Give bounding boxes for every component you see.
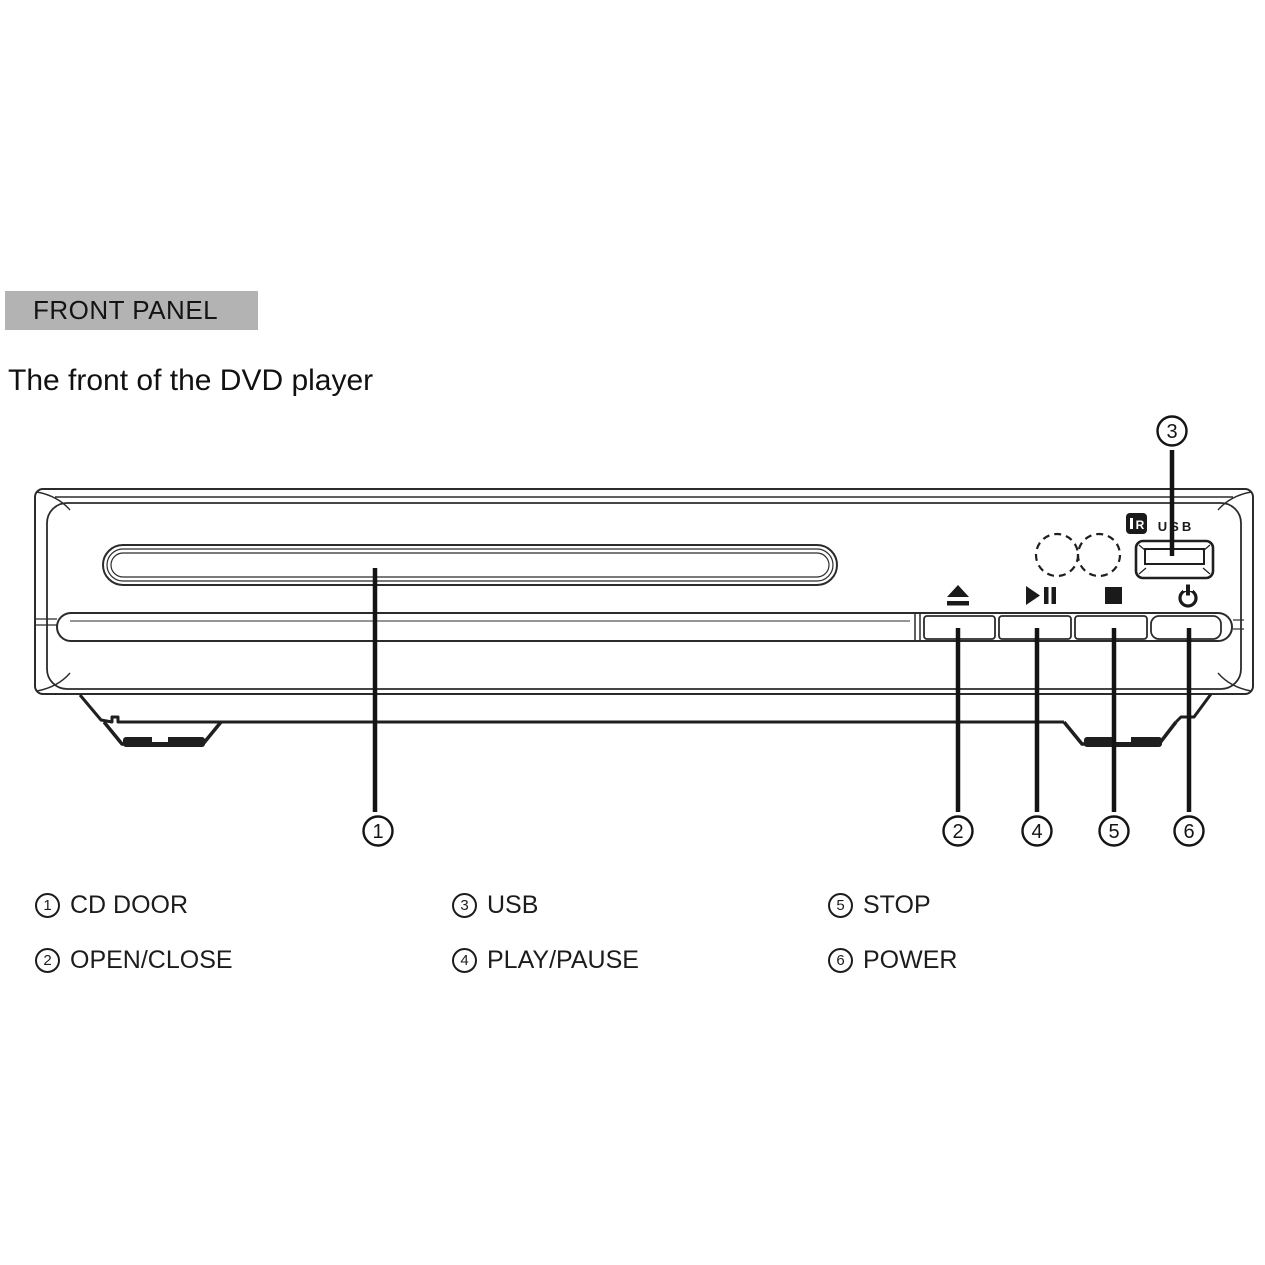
callout-2: 2	[942, 815, 974, 847]
svg-text:6: 6	[1183, 821, 1194, 843]
callout-6: 6	[1173, 815, 1205, 847]
power-button	[1150, 615, 1222, 640]
svg-text:2: 2	[952, 821, 963, 843]
ir-sensor-icon: R	[1126, 513, 1147, 534]
chassis-outline	[34, 488, 1254, 695]
button-strip	[36, 612, 1244, 642]
svg-text:4: 4	[1031, 821, 1042, 843]
power-icon	[1178, 584, 1198, 608]
usb-port-label: USB	[1158, 519, 1194, 534]
feet-pads	[123, 736, 1162, 747]
callout-markers: 3 1 2 4 5 6	[362, 415, 1205, 847]
cd-door-slot	[102, 544, 838, 586]
stop-button	[1074, 615, 1148, 640]
callout-4: 4	[1021, 815, 1053, 847]
callout-3: 3	[1156, 415, 1188, 447]
section-header-label: FRONT PANEL	[33, 295, 219, 325]
usb-port	[1134, 539, 1215, 580]
svg-text:1: 1	[372, 821, 383, 843]
play-pause-icon	[1026, 586, 1056, 605]
section-header: FRONT PANEL	[5, 291, 258, 330]
svg-text:R: R	[1136, 518, 1145, 532]
eject-icon	[947, 585, 969, 606]
callout-5: 5	[1098, 815, 1130, 847]
svg-text:5: 5	[1108, 821, 1119, 843]
page-subtitle: The front of the DVD player	[8, 364, 374, 397]
stop-icon	[1105, 587, 1122, 604]
chassis-bottom	[78, 693, 1213, 746]
display-window	[1034, 532, 1122, 578]
svg-text:3: 3	[1166, 421, 1177, 443]
callout-1: 1	[362, 815, 394, 847]
callout-lines	[372, 450, 1192, 812]
